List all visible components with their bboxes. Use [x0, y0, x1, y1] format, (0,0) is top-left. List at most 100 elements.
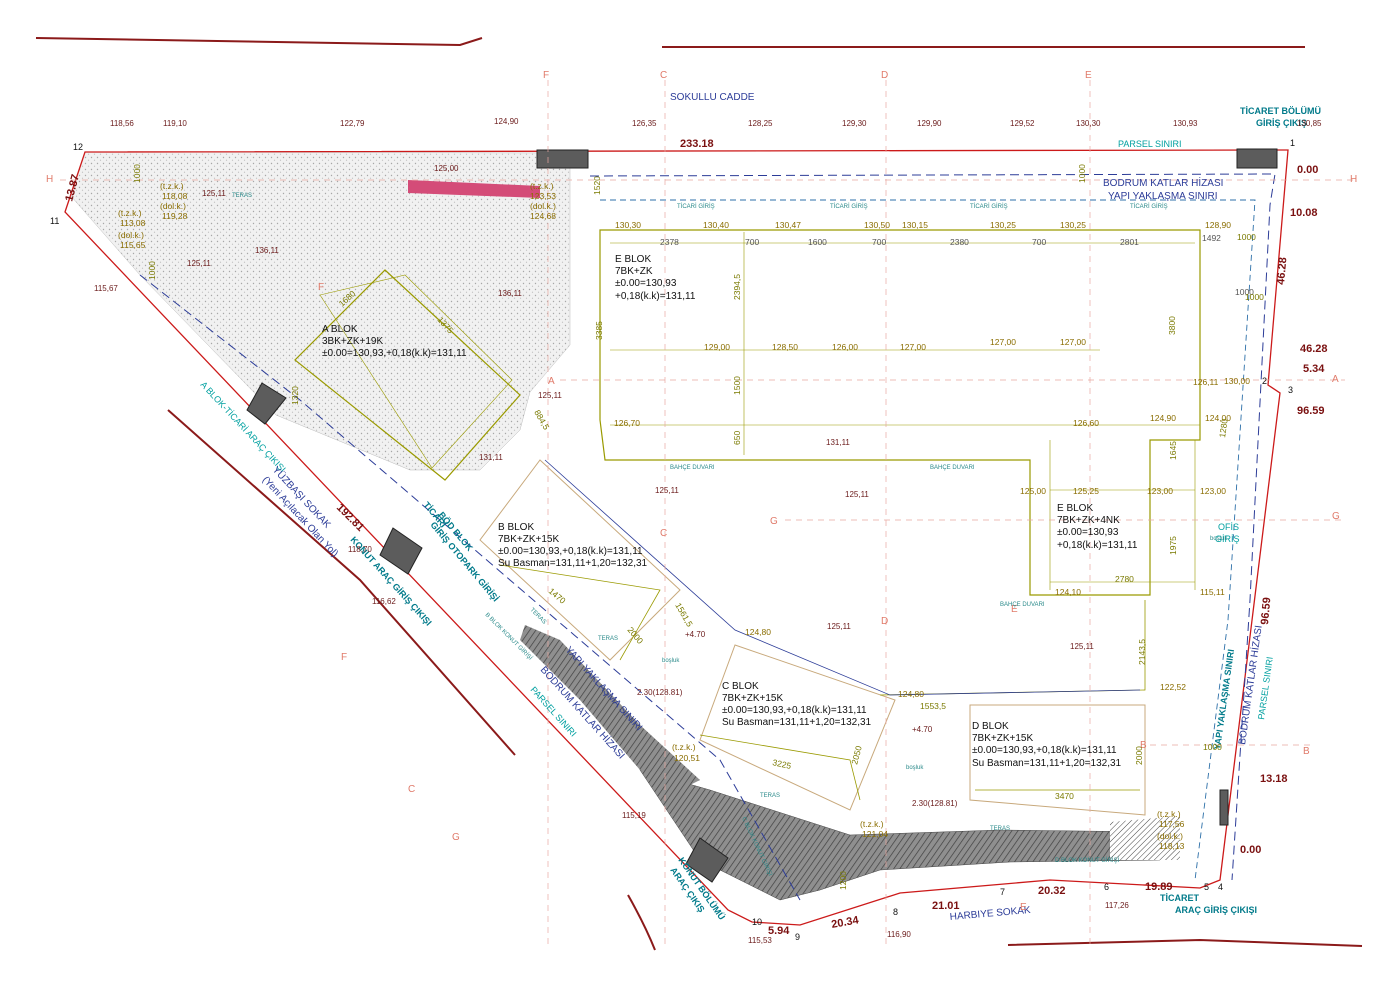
tzk-mark: (dol.k.) [1157, 831, 1183, 841]
block-d-line: D BLOK [972, 721, 1009, 732]
tzk-mark: (dol.k.) [160, 201, 186, 211]
tzk-mark: (dol.k.) [530, 201, 556, 211]
dim-mark: 1500 [732, 376, 742, 395]
dim-mark: 2050 [849, 744, 864, 765]
block-e-top-line: 7BK+ZK [615, 266, 653, 277]
tzk-mark: 117,56 [1159, 819, 1185, 829]
grid-mark: G [452, 832, 460, 843]
grid-mark: G [1332, 511, 1340, 522]
level-mark: 126,60 [1073, 418, 1099, 428]
level-mark: 130,30 [1076, 119, 1101, 128]
dim-mark: 1561,5 [673, 601, 695, 629]
block-e-top-line: +0,18(k.k)=131,11 [615, 291, 696, 302]
edge-length: 21.01 [932, 900, 960, 912]
tzk-mark: (dol.k.) [118, 230, 144, 240]
grid-mark: C [660, 70, 667, 81]
block-b-label: B BLOK 7BK+ZK+15K ±0.00=130,93,+0,18(k.k… [498, 522, 648, 569]
tzk-mark: (t.z.k.) [118, 208, 142, 218]
small-label: TERAS [598, 636, 618, 642]
level-mark: 117,26 [1105, 901, 1129, 910]
level-mark: 130,30 [615, 220, 641, 230]
dim-mark: 3385 [594, 321, 604, 340]
dim-mark: 2000 [1134, 746, 1144, 765]
level-mark: +4.70 [912, 725, 933, 734]
corner-number: 3 [1288, 385, 1293, 395]
grid-mark: B [1140, 740, 1147, 751]
tzk-mark: 120,51 [674, 753, 700, 763]
tzk-mark: (t.z.k.) [672, 742, 696, 752]
top-levels: 118,56 119,10 122,79 124,90 126,35 128,2… [110, 117, 1322, 128]
dim-mark: 2801 [1120, 237, 1139, 247]
edge-length: 96.59 [1297, 405, 1325, 417]
gate-blocks [246, 148, 1278, 883]
e-block-outline [599, 229, 1201, 596]
level-mark: 129,90 [917, 119, 942, 128]
road-lines [35, 37, 1363, 951]
level-mark: 124,90 [494, 117, 519, 126]
level-mark: 123,00 [1200, 486, 1226, 496]
level-mark: 125,00 [434, 164, 459, 173]
grid-mark: F [543, 70, 549, 81]
corner-number: 5 [1204, 882, 1209, 892]
dim-mark: 1000 [1245, 292, 1264, 302]
tzk-mark: (t.z.k.) [860, 819, 884, 829]
tzk-mark: 118,13 [1159, 841, 1185, 851]
block-d-line: 7BK+ZK+15K [972, 733, 1033, 744]
block-c-line: 7BK+ZK+15K [722, 693, 783, 704]
block-e-right-line: +0,18(k.k)=131,11 [1057, 540, 1138, 551]
e-block-levels: 130,30 130,40 130,47 130,50 130,15 130,2… [614, 220, 1250, 597]
level-mark: 115,53 [748, 936, 772, 945]
level-mark: 130,50 [864, 220, 890, 230]
grid-mark: F [318, 282, 324, 293]
dim-mark: 1000 [1237, 232, 1256, 242]
level-mark: 130,40 [703, 220, 729, 230]
edge-length: 0.00 [1297, 164, 1318, 176]
grid-mark: F [341, 652, 347, 663]
grid-mark: H [46, 174, 53, 185]
corner-number: 12 [73, 142, 83, 152]
level-mark: 128,50 [772, 342, 798, 352]
level-mark: 127,00 [900, 342, 926, 352]
level-mark: 130,85 [1297, 119, 1322, 128]
level-mark: 115,11 [1200, 587, 1225, 597]
grid-mark: B [1303, 746, 1310, 757]
block-a-line: ±0.00=130,93,+0,18(k.k)=131,11 [322, 348, 467, 359]
label-yapi-top: YAPI YAKLAŞMA SINIRI [1108, 191, 1218, 202]
corner-number: 8 [893, 907, 898, 917]
small-label: TERAS [232, 193, 252, 199]
level-mark: 115,19 [622, 811, 646, 820]
corner-number: 7 [1000, 887, 1005, 897]
grid-mark: A [1332, 374, 1339, 385]
block-e-top-label: E BLOK 7BK+ZK ±0.00=130,93 +0,18(k.k)=13… [615, 254, 696, 302]
dim-mark: 700 [1032, 237, 1046, 247]
level-mark: 126,35 [632, 119, 657, 128]
level-mark: 124,10 [1055, 587, 1081, 597]
block-e-top-line: ±0.00=130,93 [615, 278, 677, 289]
level-mark: 118,56 [110, 119, 134, 128]
entrance-ticaret-top-2: GİRİŞ ÇIKIŞ [1256, 118, 1307, 128]
level-mark: 115,67 [94, 284, 118, 293]
corner-number: 2 [1262, 376, 1267, 386]
tzk-mark: 113,08 [120, 218, 146, 228]
corner-number: 9 [795, 932, 800, 942]
edge-length: 13.18 [1260, 773, 1288, 785]
grid-mark: E [1011, 604, 1018, 615]
dim-mark: 1600 [808, 237, 827, 247]
grid-mark: G [770, 516, 778, 527]
level-mark: 130,47 [775, 220, 801, 230]
tzk-mark: 123,53 [530, 191, 556, 201]
block-e-right-line: E BLOK [1057, 503, 1093, 514]
level-mark: 131,11 [479, 453, 503, 462]
level-mark: 127,00 [990, 337, 1016, 347]
grid-marks: F C D E H H A A G G B B C C D E E F G F [46, 70, 1357, 913]
block-c-line: C BLOK [722, 681, 759, 692]
small-label: TERAS [760, 793, 780, 799]
corner-number: 6 [1104, 882, 1109, 892]
misc-levels: +4.70 +4.70 2.30(128.81) 2.30(128.81) [637, 630, 958, 808]
level-mark: 125,00 [1020, 486, 1046, 496]
block-d-line: ±0.00=130,93,+0,18(k.k)=131,11 [972, 745, 1117, 756]
small-label: boşluk [906, 765, 924, 771]
connecting-lines [544, 459, 1141, 696]
block-b-line: B BLOK [498, 522, 534, 533]
corner-number: 11 [50, 216, 59, 226]
